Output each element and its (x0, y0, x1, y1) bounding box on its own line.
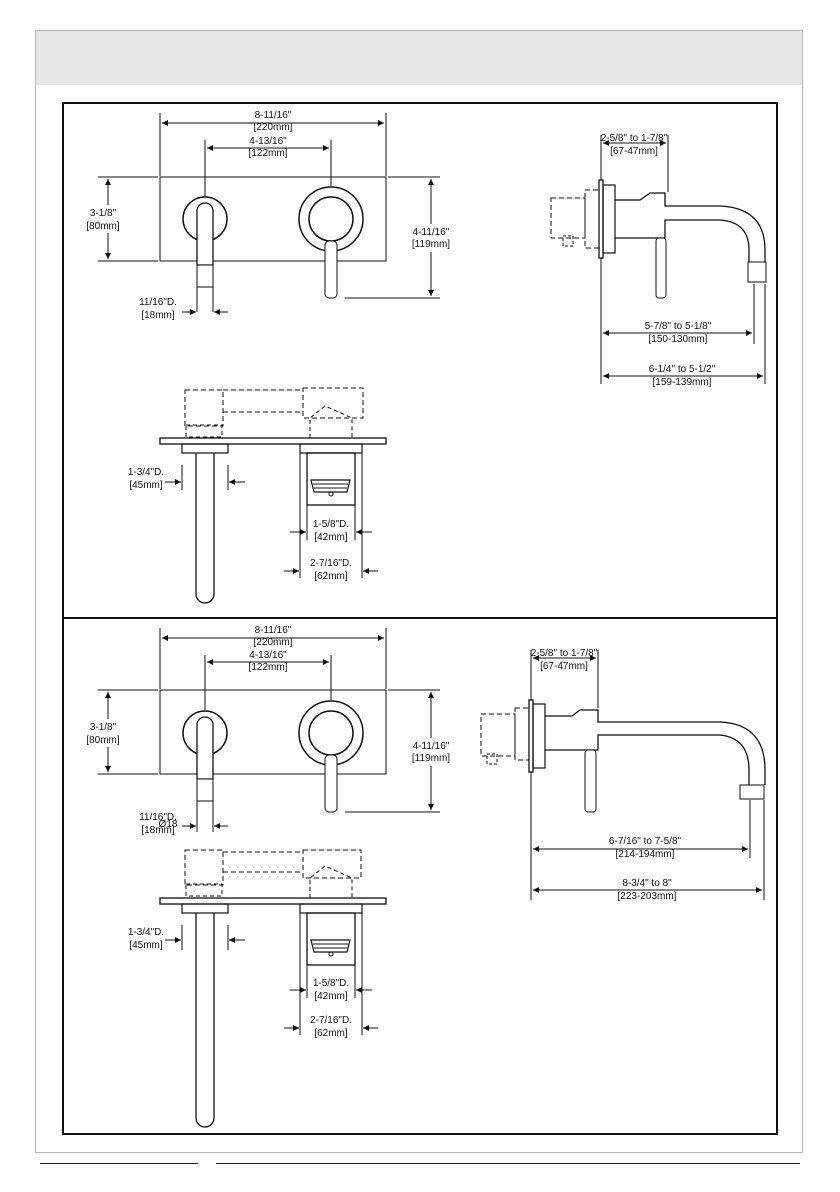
bottom-plan-escutcheon-dia-mm: [62mm] (314, 1028, 348, 1039)
top-total-height-in: 4-11/16" (413, 227, 450, 238)
top-front-view (98, 113, 440, 315)
top-reach-mm: [150-130mm] (649, 334, 708, 345)
bottom-plan-labels: 1-3/4"D. [45mm] 1-5/8"D. [42mm] 2-7/16"D… (128, 927, 352, 1039)
bottom-spout-dia-in: 11/16"D. (139, 812, 177, 823)
top-reach-in: 5-7/8" to 5-1/8" (645, 321, 712, 332)
bottom-front-labels: 8-11/16" [220mm] 4-13/16" [122mm] 3-1/8"… (78, 625, 457, 836)
bottom-center-in: 4-13/16" (249, 650, 287, 661)
top-plate-height-mm: [80mm] (86, 221, 120, 232)
top-overall-width-in: 8-11/16" (255, 110, 292, 121)
top-plan-spout-dia-mm: [45mm] (129, 480, 163, 491)
header-band (36, 31, 802, 85)
top-wall-plate (159, 176, 387, 262)
top-projection-mm: [67-47mm] (610, 146, 658, 157)
top-plan-handle-dia-mm: [42mm] (314, 532, 348, 543)
bottom-total-height-mm: [119mm] (412, 753, 450, 764)
bottom-total-reach-mm: [223-203mm] (618, 891, 677, 902)
bottom-total-reach-in: 8-3/4" to 8" (622, 878, 672, 889)
bottom-plan-handle-dia-mm: [42mm] (314, 991, 348, 1002)
top-plan-spout-dia-in: 1-3/4"D. (128, 467, 164, 478)
top-projection-in: 2-5/8" to 1-7/8" (601, 133, 668, 144)
bottom-front-view (98, 628, 440, 832)
bottom-reach-mm: [214-194mm] (616, 849, 675, 860)
top-center-mm: [122mm] (249, 148, 288, 159)
bottom-projection-in: 2-5/8" to 1-7/8" (531, 648, 598, 659)
top-spout-dia-mm: [18mm] (141, 310, 175, 321)
top-plan-escutcheon-dia-mm: [62mm] (314, 571, 348, 582)
top-spout-dia-in: 11/16"D. (139, 297, 177, 308)
top-plan-wall-plate (159, 437, 387, 445)
bottom-spout-dia-alt: Ø18 (159, 819, 178, 830)
bottom-overall-width-in: 8-11/16" (255, 625, 292, 636)
top-overall-width-mm: [220mm] (254, 122, 293, 133)
top-plate-height-in: 3-1/8" (90, 208, 117, 219)
bottom-overall-width-mm: [220mm] (254, 637, 293, 648)
bottom-plan-spout-dia-mm: [45mm] (129, 940, 163, 951)
bottom-plate-height-mm: [80mm] (86, 735, 120, 746)
top-side-labels: 2-5/8" to 1-7/8" [67-47mm] 5-7/8" to 5-1… (601, 133, 716, 388)
bottom-side-labels: 2-5/8" to 1-7/8" [67-47mm] 6-7/16" to 7-… (531, 648, 682, 902)
top-front-labels: 8-11/16" [220mm] 4-13/16" [122mm] 3-1/8"… (78, 110, 457, 321)
footer-rule-right (216, 1163, 800, 1164)
top-plan-labels: 1-3/4"D. [45mm] 1-5/8"D. [42mm] 2-7/16"D… (128, 467, 352, 582)
bottom-plate-height-in: 3-1/8" (90, 722, 117, 733)
top-plan-view (159, 387, 387, 604)
top-plan-escutcheon-dia-in: 2-7/16"D. (310, 558, 352, 569)
top-plan-handle-dia-in: 1-5/8"D. (313, 519, 349, 530)
top-total-reach-mm: [159-139mm] (653, 377, 712, 388)
bottom-plan-handle-dia-in: 1-5/8"D. (313, 978, 349, 989)
bottom-center-mm: [122mm] (249, 662, 288, 673)
top-total-reach-in: 6-1/4" to 5-1/2" (649, 364, 716, 375)
bottom-spout-dia-mm: [18mm] (141, 825, 175, 836)
top-total-height-mm: [119mm] (412, 239, 450, 250)
panel-divider (62, 617, 778, 619)
bottom-projection-mm: [67-47mm] (540, 661, 588, 672)
top-valve-body-hidden (550, 197, 586, 239)
bottom-plan-view (159, 849, 387, 1128)
page-border (35, 30, 803, 1153)
bottom-side-view (480, 650, 766, 900)
top-center-in: 4-13/16" (249, 136, 287, 147)
top-side-view (550, 135, 767, 384)
bottom-plan-spout-dia-in: 1-3/4"D. (128, 927, 164, 938)
bottom-total-height-in: 4-11/16" (413, 741, 450, 752)
bottom-reach-in: 6-7/16" to 7-5/8" (609, 836, 682, 847)
bottom-plan-escutcheon-dia-in: 2-7/16"D. (310, 1015, 352, 1026)
footer-rule-left (40, 1163, 198, 1164)
bottom-wall-plate (159, 689, 387, 775)
